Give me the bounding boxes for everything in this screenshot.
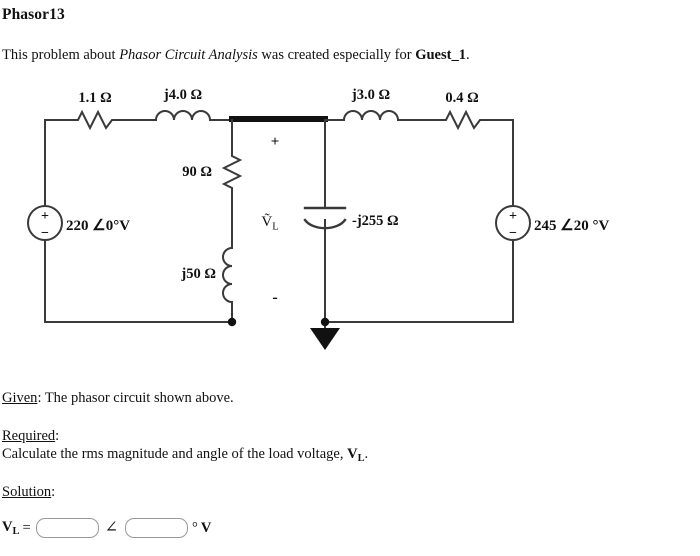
- label-inductor-j4: j4.0 Ω: [163, 88, 202, 103]
- inductor-j50-symbol: [222, 246, 234, 304]
- required-text-post: .: [364, 446, 369, 462]
- label-load-voltage: ṼL: [261, 213, 278, 233]
- label-inductor-j3: j3.0 Ω: [351, 88, 390, 103]
- given-label: Given: [2, 390, 38, 406]
- circuit-diagram: 1.1 Ω j4.0 Ω j3.0 Ω 0.4 Ω 90 Ω j50 Ω -j2…: [0, 88, 700, 378]
- label-source-right-value: 245 ∠20 °V: [534, 218, 609, 234]
- required-colon: :: [55, 428, 60, 444]
- intro-username: Guest_1: [415, 47, 466, 63]
- resistor-0p4-symbol: [439, 109, 487, 131]
- label-source-left-value: 220 ∠0°V: [66, 218, 130, 234]
- given-text: : The phasor circuit shown above.: [37, 390, 234, 406]
- required-heading: Required:: [2, 428, 59, 445]
- required-variable-sub: L: [357, 452, 365, 464]
- required-label: Required: [2, 428, 56, 444]
- source-left-minus: −: [41, 226, 49, 241]
- voltage-source-left-symbol: [27, 205, 63, 241]
- label-resistor-90: 90 Ω: [182, 164, 212, 180]
- resistor-1p1-symbol: [71, 109, 121, 131]
- page-title: Phasor13: [2, 6, 65, 23]
- solution-heading: Solution:: [2, 484, 55, 501]
- label-capacitor-j255: -j255 Ω: [352, 213, 399, 229]
- label-polarity-plus: +: [271, 134, 280, 150]
- source-right-minus: −: [509, 226, 517, 241]
- label-resistor-1p1: 1.1 Ω: [78, 90, 111, 106]
- required-text-pre: Calculate the rms magnitude and angle of…: [2, 446, 348, 462]
- source-left-plus: +: [41, 209, 49, 224]
- junction-dot-ground-node: [320, 317, 330, 327]
- answer-equals: =: [22, 519, 31, 536]
- answer-row: VL = ∠ °V: [2, 513, 211, 543]
- required-text: Calculate the rms magnitude and angle of…: [2, 446, 368, 464]
- given-section: Given: The phasor circuit shown above.: [2, 390, 234, 407]
- source-right-plus: +: [509, 209, 517, 224]
- intro-middle: was created especially for: [257, 47, 416, 63]
- answer-units: °V: [192, 519, 212, 536]
- intro-topic: Phasor Circuit Analysis: [119, 47, 258, 63]
- angle-input[interactable]: [125, 518, 189, 538]
- voltage-source-right-symbol: [495, 205, 531, 241]
- label-polarity-minus: -: [272, 289, 277, 306]
- intro-suffix: .: [465, 47, 470, 63]
- inductor-j3-symbol: [342, 110, 400, 122]
- solution-colon: :: [51, 484, 56, 500]
- solution-label: Solution: [2, 484, 52, 500]
- intro-prefix: This problem about: [2, 47, 120, 63]
- ground-symbol: [310, 328, 340, 350]
- junction-dot-left-node: [227, 317, 237, 327]
- angle-symbol: ∠: [104, 519, 119, 536]
- resistor-90-symbol: [221, 149, 243, 195]
- label-resistor-0p4: 0.4 Ω: [445, 90, 478, 106]
- answer-variable: VL: [2, 519, 20, 537]
- inductor-j4-symbol: [154, 110, 212, 122]
- required-variable: V: [347, 446, 358, 462]
- magnitude-input[interactable]: [35, 518, 99, 538]
- intro-line: This problem about Phasor Circuit Analys…: [2, 47, 470, 64]
- label-inductor-j50: j50 Ω: [180, 266, 216, 282]
